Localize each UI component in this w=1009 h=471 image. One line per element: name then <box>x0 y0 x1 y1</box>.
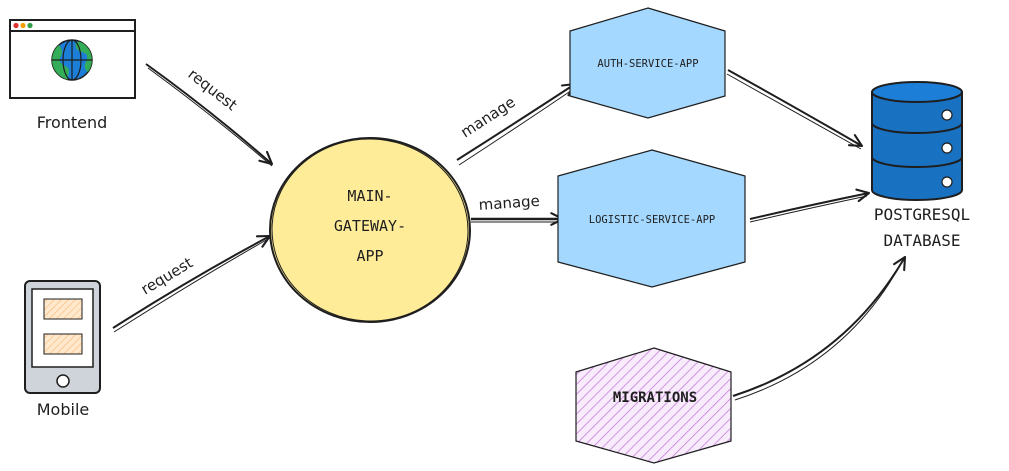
gateway-label-line2: GATEWAY- <box>334 217 406 235</box>
edge-gateway-to-logistic: manage <box>471 192 565 226</box>
mobile-label: Mobile <box>37 400 89 419</box>
edge-mobile-to-gateway: request <box>112 234 272 333</box>
edge-label-mobile-request: request <box>138 254 196 299</box>
browser-window-icon <box>9 19 136 99</box>
edge-label-logistic-manage: manage <box>478 192 540 214</box>
auth-service-label: AUTH-SERVICE-APP <box>597 58 698 70</box>
database-icon <box>871 81 963 201</box>
database-label-line1: POSTGRESQL <box>874 205 970 224</box>
edge-label-frontend-request: request <box>185 65 241 114</box>
gateway-label-line1: MAIN- <box>347 187 392 205</box>
edge-migrations-to-database <box>732 255 907 401</box>
migrations-node: MIGRATIONS <box>575 347 732 464</box>
frontend-label: Frontend <box>37 113 108 132</box>
gateway-label-line3: APP <box>356 247 383 265</box>
mobile-phone-icon <box>24 280 101 394</box>
edge-logistic-to-database <box>749 188 871 223</box>
edge-frontend-to-gateway: request <box>145 63 274 167</box>
edge-gateway-to-auth: manage <box>456 82 577 166</box>
auth-service-node: AUTH-SERVICE-APP <box>569 7 726 119</box>
globe-icon <box>51 39 93 81</box>
logistic-service-node: LOGISTIC-SERVICE-APP <box>557 149 746 288</box>
database-label-line2: DATABASE <box>883 231 960 250</box>
main-gateway-node: MAIN- GATEWAY- APP <box>269 137 471 323</box>
edge-label-auth-manage: manage <box>457 93 518 141</box>
migrations-label: MIGRATIONS <box>613 390 697 406</box>
logistic-service-label: LOGISTIC-SERVICE-APP <box>589 214 715 226</box>
edge-auth-to-database <box>726 69 864 150</box>
